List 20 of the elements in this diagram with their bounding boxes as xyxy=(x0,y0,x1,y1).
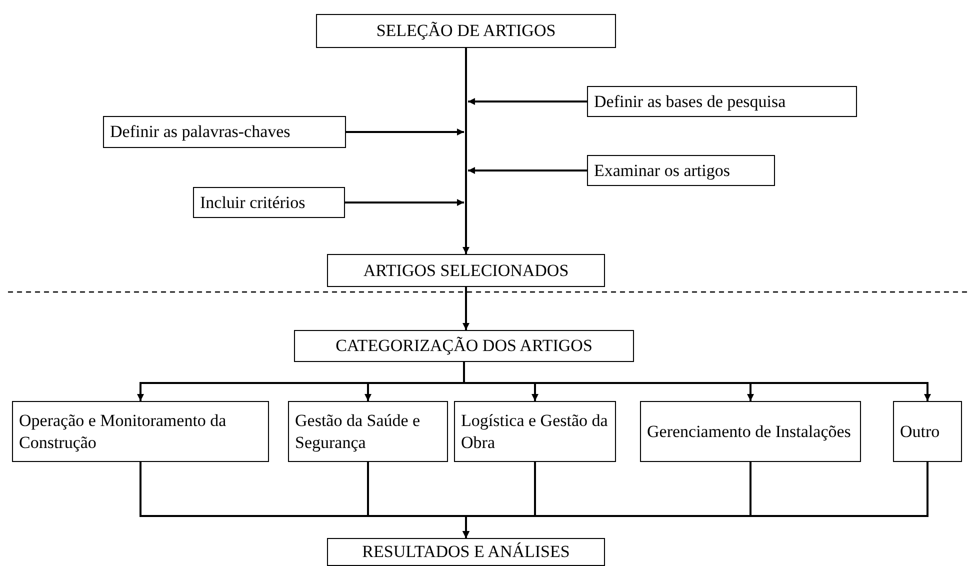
process-box: Definir as bases de pesquisa xyxy=(587,86,857,117)
process-box: Gerenciamento de Instalações xyxy=(640,401,861,462)
process-box: ARTIGOS SELECIONADOS xyxy=(327,254,605,287)
process-box: CATEGORIZAÇÃO DOS ARTIGOS xyxy=(294,330,634,362)
process-box: Gestão da Saúde e Segurança xyxy=(288,401,448,462)
process-box: SELEÇÃO DE ARTIGOS xyxy=(316,14,616,48)
process-box: Definir as palavras-chaves xyxy=(103,116,346,148)
arrow xyxy=(346,128,464,136)
process-box: Logística e Gestão da Obra xyxy=(454,401,616,462)
arrow xyxy=(462,462,928,538)
arrow xyxy=(345,199,464,206)
arrow xyxy=(462,48,470,254)
arrow xyxy=(462,287,470,330)
arrow xyxy=(468,167,587,174)
process-box: Incluir critérios xyxy=(193,187,345,218)
arrow xyxy=(468,98,587,105)
process-box: RESULTADOS E ANÁLISES xyxy=(327,538,605,566)
process-box: Operação e Monitoramento da Construção xyxy=(12,401,269,462)
process-box: Examinar os artigos xyxy=(587,155,775,186)
process-box: Outro xyxy=(893,401,962,462)
